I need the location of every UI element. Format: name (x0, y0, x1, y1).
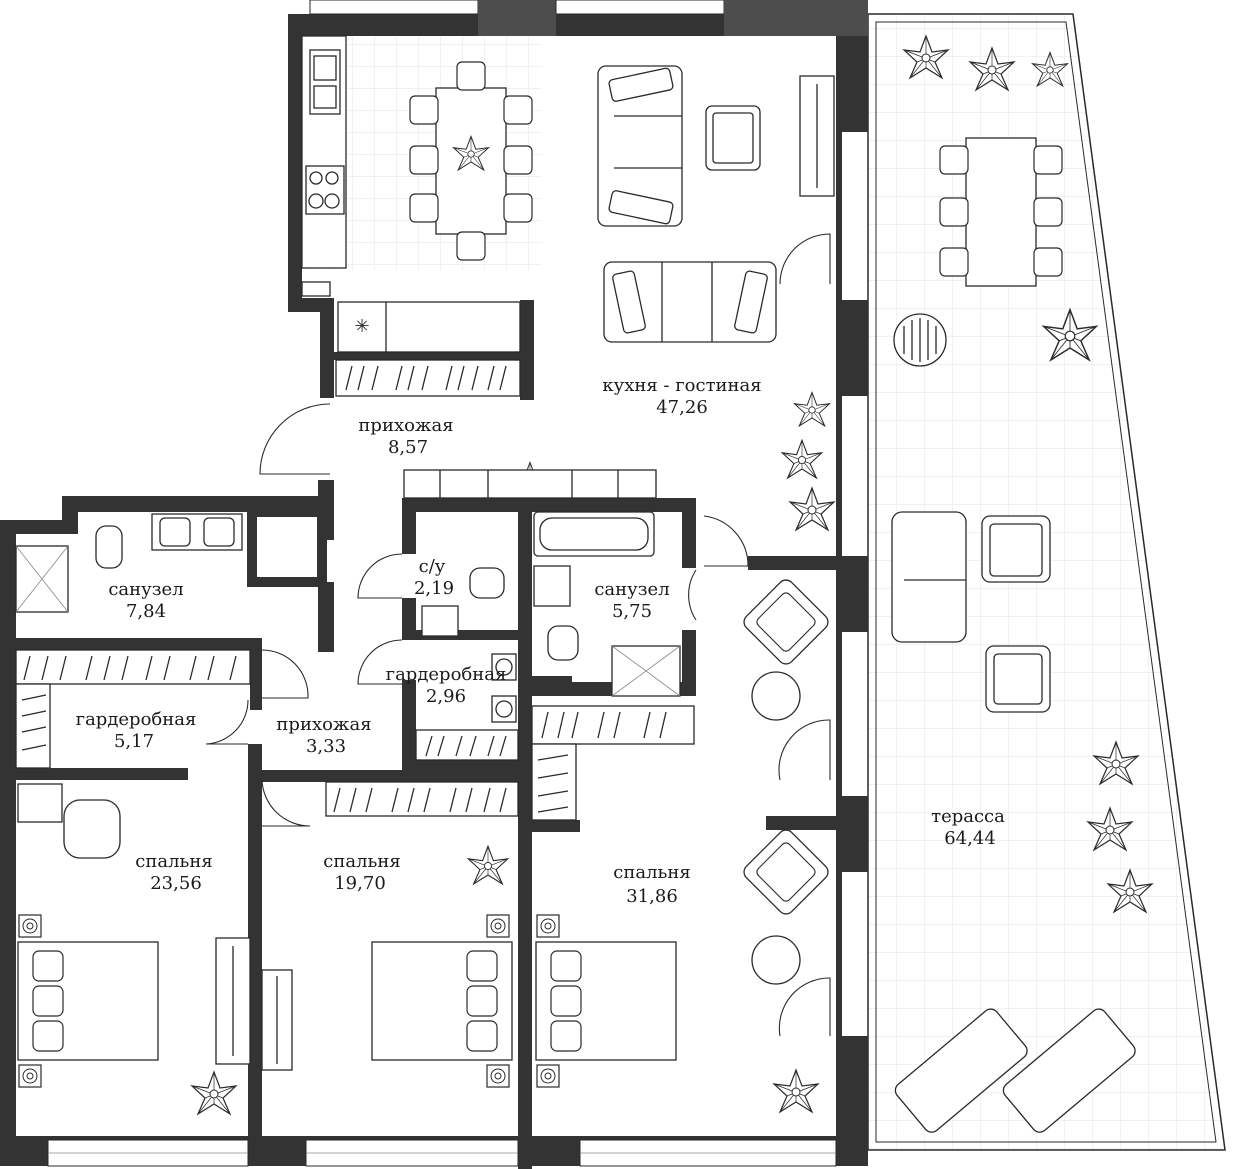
room-name-bathroom-left: санузел (108, 579, 183, 600)
living-furniture (597, 65, 835, 343)
room-area-terrace: 64,44 (944, 828, 996, 849)
room-name-wardrobe-center: гардеробная (386, 664, 507, 685)
kitchen-counter: ✳ (301, 35, 521, 353)
room-name-wardrobe-left: гардеробная (76, 709, 197, 730)
room-name-bedroom-middle: спальня (323, 851, 400, 872)
room-name-kitchen-living: кухня - гостиная (602, 375, 761, 396)
room-name-bedroom-right: спальня (613, 862, 690, 883)
wardrobes (15, 359, 695, 821)
room-name-bedroom-left: спальня (135, 851, 212, 872)
bedroom-furniture (17, 576, 832, 1115)
svg-text:✳: ✳ (354, 316, 369, 337)
doors (205, 233, 831, 1037)
room-area-wc: 2,19 (414, 578, 454, 599)
room-name-terrace: терасса (931, 806, 1005, 827)
room-name-hallway-small: прихожая (276, 714, 371, 735)
room-labels: кухня - гостиная 47,26 прихожая 8,57 с/у… (76, 375, 1005, 907)
terrace-area (867, 13, 1226, 1151)
room-area-bedroom-right: 31,86 (626, 886, 678, 907)
room-area-bedroom-middle: 19,70 (334, 873, 386, 894)
windows (47, 0, 868, 1167)
room-area-wardrobe-left: 5,17 (114, 731, 154, 752)
room-area-bathroom-left: 7,84 (126, 601, 166, 622)
room-name-wc: с/у (419, 556, 446, 577)
room-area-kitchen-living: 47,26 (656, 397, 708, 418)
dining-table (409, 61, 533, 261)
room-area-bathroom-right: 5,75 (612, 601, 652, 622)
terrace-furniture (891, 35, 1153, 1133)
room-area-wardrobe-center: 2,96 (426, 686, 466, 707)
room-name-bathroom-right: санузел (594, 579, 669, 600)
room-area-hallway-small: 3,33 (306, 736, 346, 757)
room-name-hallway-main: прихожая (358, 415, 453, 436)
room-area-hallway-main: 8,57 (388, 437, 428, 458)
bathroom-fixtures (15, 511, 681, 723)
room-area-bedroom-left: 23,56 (150, 873, 202, 894)
